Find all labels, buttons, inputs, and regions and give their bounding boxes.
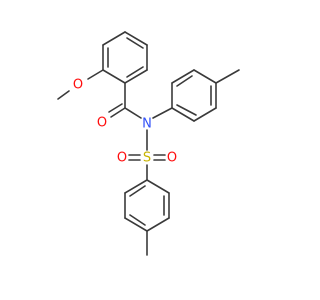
molecule-structure: O O N S O O [57, 31, 240, 256]
atom-labels: O O N S O O [73, 78, 177, 166]
bond-carbonyl-double-1 [110, 107, 126, 118]
bond-ring3-inner-3 [129, 185, 146, 197]
sulfonyl-oxygen-right-label: O [167, 151, 177, 166]
bond-methoxy-o-ring [87, 69, 104, 80]
amide-nitrogen-label: N [142, 117, 152, 132]
bond-methyl-methoxy-o [57, 90, 70, 100]
methoxy-oxygen-label: O [73, 78, 83, 93]
bond-ring2-methyl [215, 69, 240, 84]
bond-ring2-inner-1 [176, 75, 193, 87]
bond-ring1-3 [124, 31, 148, 46]
sulfonyl-sulfur-label: S [143, 151, 151, 166]
bond-ring2-3 [193, 69, 217, 84]
bond-ring2-5 [193, 107, 217, 122]
bond-carbonyl-n [124, 107, 142, 119]
carbonyl-oxygen-label: O [97, 116, 107, 131]
bond-carbonyl-double-2 [108, 103, 123, 113]
bond-n-tolyl [152, 107, 173, 119]
bond-ring1-2 [102, 31, 126, 46]
bond-ring3-1 [146, 179, 170, 194]
bond-ring1-inner-2 [126, 37, 144, 49]
bond-ring2-6 [171, 107, 195, 122]
bond-ring1-inner-3 [126, 66, 144, 78]
bond-ring3-3 [146, 217, 170, 232]
sulfonyl-oxygen-left-label: O [117, 151, 127, 166]
bond-ring2-inner-3 [176, 104, 197, 116]
bond-ring3-inner-2 [129, 214, 146, 226]
bond-ring3-4 [124, 217, 148, 232]
bond-ring1-6 [102, 69, 126, 84]
bond-ring1-5 [124, 69, 148, 84]
bond-ring3-6 [124, 179, 148, 194]
bonds [57, 31, 240, 256]
bond-ring2-2 [171, 69, 195, 84]
